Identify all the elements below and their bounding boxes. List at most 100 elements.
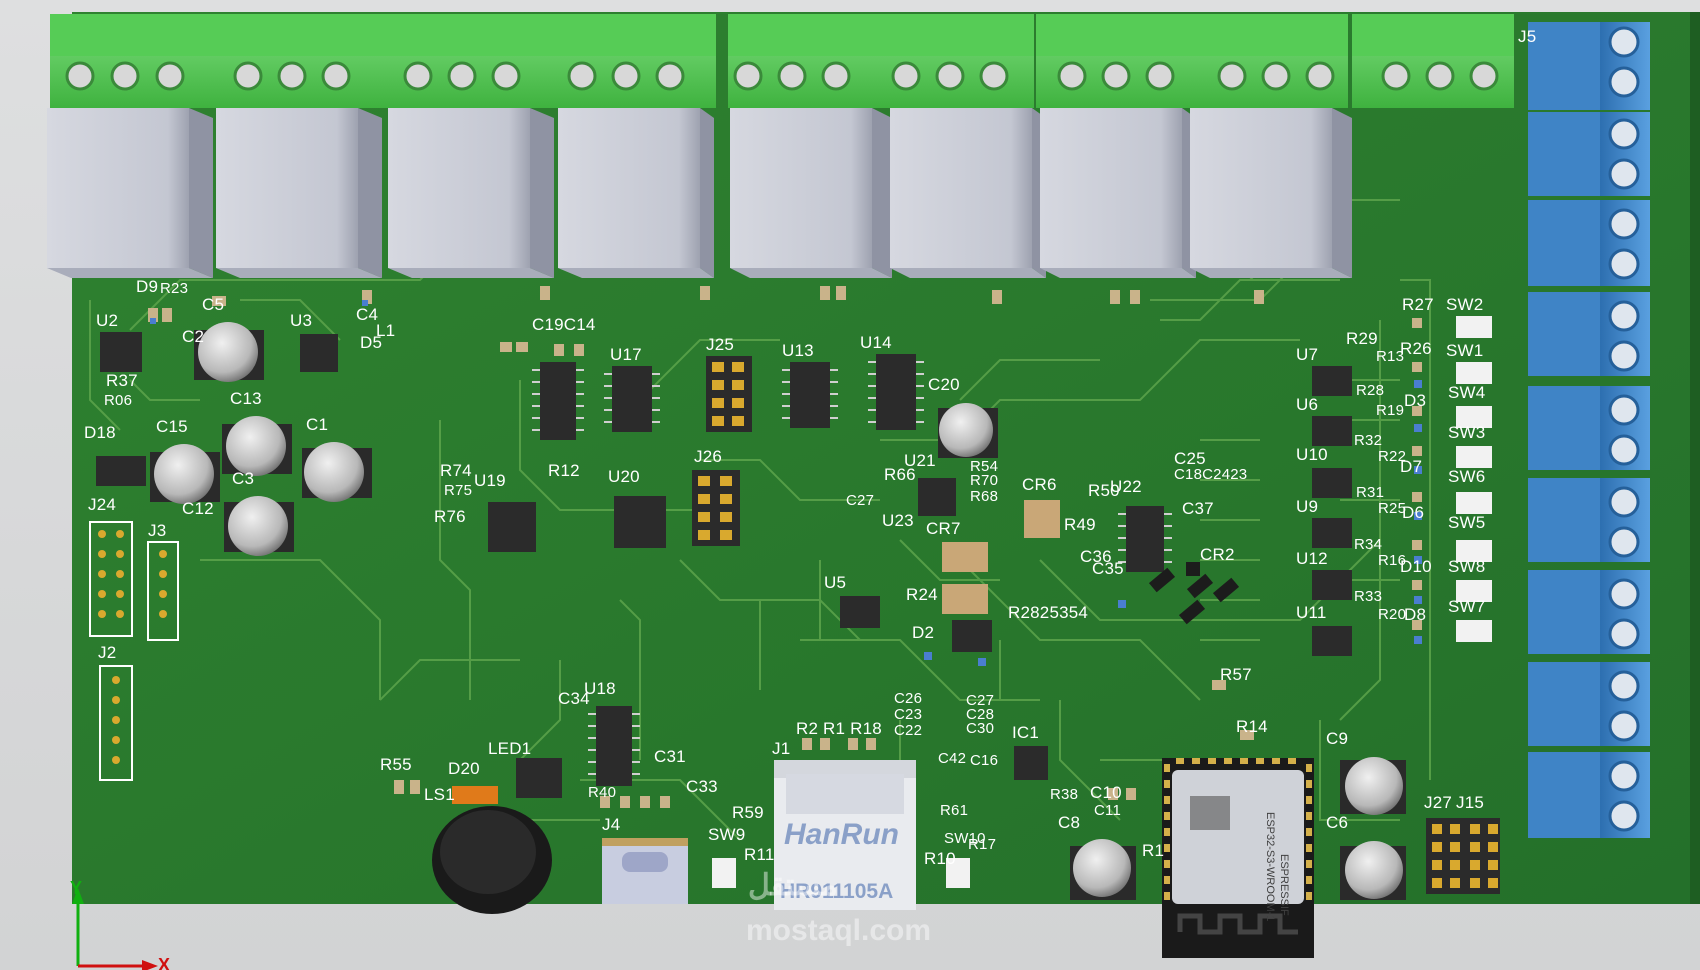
label-r12: R12 (548, 461, 580, 480)
label-r26: R26 (1400, 339, 1432, 358)
label-d3: D3 (1404, 391, 1427, 410)
switch-sw10 (946, 858, 970, 888)
switch-sw5 (1456, 540, 1492, 562)
switch-sw8 (1456, 580, 1492, 602)
switch-sw9 (712, 858, 736, 888)
ic-u20 (614, 496, 666, 548)
label-d5: D5 (360, 333, 383, 352)
label-sw8: SW8 (1448, 557, 1486, 576)
label-c4: C4 (356, 305, 379, 324)
label-r66: R66 (884, 465, 916, 484)
relay-5 (730, 108, 892, 278)
smd-leds (150, 300, 1422, 666)
blue-terminal-6 (1528, 478, 1650, 562)
label-j3: J3 (148, 521, 167, 540)
esp32-module (1162, 758, 1314, 958)
label-sw7: SW7 (1448, 597, 1486, 616)
cap-c12 (224, 496, 294, 556)
switch-sw1 (1456, 362, 1492, 384)
label-r06: R06 (104, 392, 133, 409)
ic-u2 (100, 332, 142, 372)
label-c27: C27 (846, 492, 875, 509)
label-c42: C42 (938, 750, 967, 767)
buzzer-ls1 (432, 806, 552, 914)
label-u7: U7 (1296, 345, 1319, 364)
rj45-model: HR911105A (780, 880, 894, 903)
label-r27: R27 (1402, 295, 1434, 314)
ic-ic1 (1014, 746, 1048, 780)
label-c1: C1 (306, 415, 329, 434)
label-r75: R75 (444, 482, 473, 499)
cap-cr7b (942, 584, 988, 614)
label-u9: U9 (1296, 497, 1319, 516)
ic-u3 (300, 334, 338, 372)
axis-x-label: X (158, 955, 171, 970)
relay-7 (1040, 108, 1196, 278)
label-c15: C15 (156, 417, 188, 436)
cap-c8 (1070, 839, 1136, 900)
label-sw5: SW5 (1448, 513, 1486, 532)
label-u5: U5 (824, 573, 847, 592)
blue-terminal-7 (1528, 570, 1650, 654)
label-c22: C22 (894, 722, 923, 739)
relay-4 (558, 108, 714, 278)
ic-u13 (790, 362, 830, 428)
esp32-pads (1164, 758, 1312, 900)
label-j27: J27 (1424, 793, 1453, 812)
label-u10: U10 (1296, 445, 1328, 464)
label-j1: J1 (772, 739, 791, 758)
label-cr2: CR2 (1200, 545, 1235, 564)
blue-terminal-4 (1528, 292, 1650, 376)
label-c20: C20 (928, 375, 960, 394)
label-r11: R11 (744, 845, 775, 864)
label-r68: R68 (970, 488, 999, 505)
relay-6 (890, 108, 1046, 278)
label-sw1: SW1 (1446, 341, 1484, 360)
relay-2 (216, 108, 382, 278)
watermark-latin: mostaql.com (746, 914, 932, 947)
axis-y-label: Y (70, 878, 83, 898)
label-sw4: SW4 (1448, 383, 1486, 402)
cap-c6 (1340, 841, 1406, 900)
ic-u19 (488, 502, 536, 552)
label-u3: U3 (290, 311, 313, 330)
label-u2: U2 (96, 311, 119, 330)
switch-sw7 (1456, 620, 1492, 642)
green-terminal-6 (884, 14, 1034, 108)
green-terminal-4 (558, 14, 716, 108)
label-c37: C37 (1182, 499, 1214, 518)
esp32-brand: ESPRESSIF (1278, 854, 1290, 916)
label-r16: R16 (1378, 552, 1407, 569)
label-d20: D20 (448, 759, 480, 778)
green-terminal-1 (50, 14, 220, 108)
relay-8 (1190, 108, 1352, 278)
label-r59: R59 (732, 803, 764, 822)
pcb-right-edge (1690, 12, 1700, 904)
ic-u5 (840, 596, 880, 628)
label-u21: U21 (904, 451, 936, 470)
green-terminal-8 (1188, 14, 1348, 108)
relay-1 (47, 108, 213, 278)
label-j24: J24 (88, 495, 117, 514)
label-c31: C31 (654, 747, 686, 766)
label-r2r1r18: R2 R1 R18 (796, 719, 882, 738)
label-r28: R2825354 (1008, 603, 1089, 622)
label-cr7: CR7 (926, 519, 961, 538)
cap-c3 (222, 416, 292, 476)
label-j2: J2 (98, 643, 117, 662)
ic-u12 (1312, 570, 1352, 600)
label-r13: R13 (1376, 348, 1405, 365)
label-c2: C2 (182, 327, 205, 346)
pin-headers (692, 356, 1500, 894)
label-u11: U11 (1296, 603, 1327, 622)
label-c26: C26 (894, 690, 923, 707)
label-r34: R34 (1354, 536, 1383, 553)
green-terminal-2 (220, 14, 390, 108)
label-r31: R31 (1356, 484, 1385, 501)
label-r37: R37 (106, 371, 138, 390)
cap-cr6 (1024, 500, 1060, 538)
label-r28b: R28 (1356, 382, 1385, 399)
cap-c1 (302, 442, 372, 502)
